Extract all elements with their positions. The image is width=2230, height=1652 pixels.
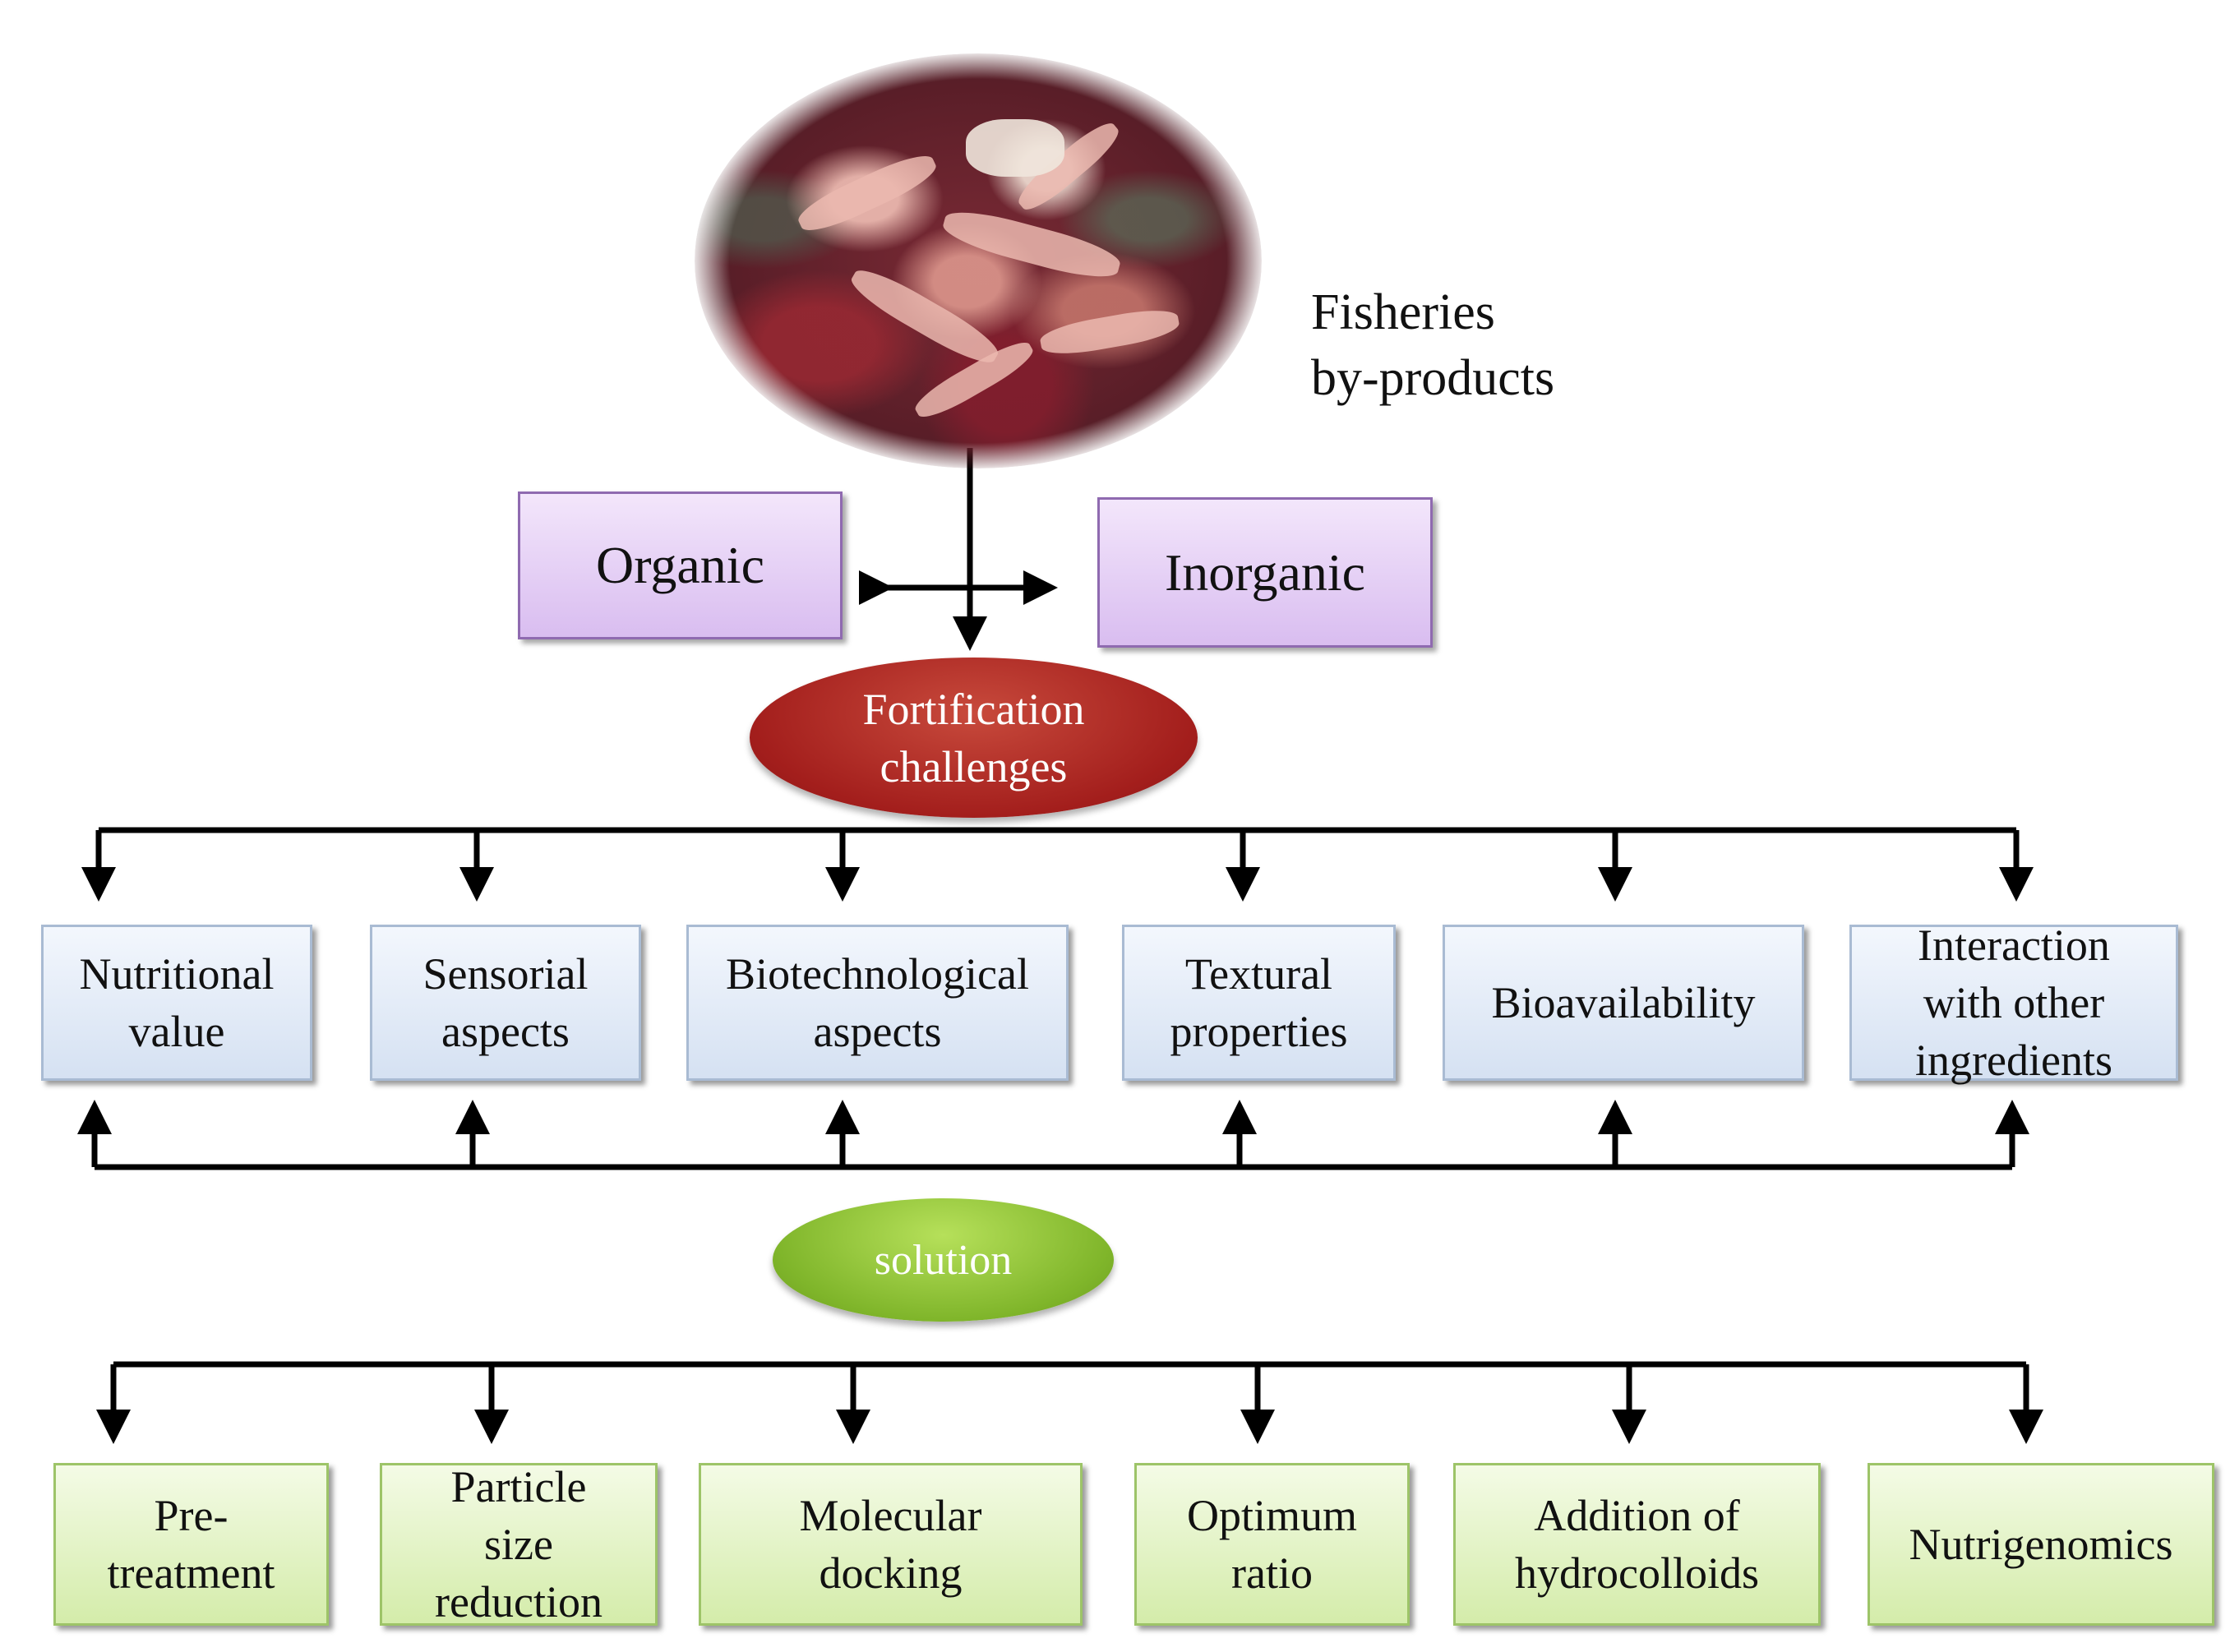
solution-node: solution xyxy=(773,1198,1114,1322)
solution-optimum-ratio: Optimum ratio xyxy=(1134,1463,1410,1626)
challenge-textural-properties: Textural properties xyxy=(1122,925,1396,1081)
fisheries-photo xyxy=(695,53,1262,468)
challenge-nutritional-value: Nutritional value xyxy=(41,925,312,1081)
organic-box: Organic xyxy=(518,491,843,639)
fisheries-caption: Fisheries by-products xyxy=(1311,284,1555,406)
solution-nutrigenomics: Nutrigenomics xyxy=(1868,1463,2214,1626)
inorganic-box: Inorganic xyxy=(1097,497,1433,648)
solution-addition-of-hydrocolloids: Addition of hydrocolloids xyxy=(1453,1463,1821,1626)
solution-particle-size-reduction: Particle size reduction xyxy=(380,1462,658,1627)
fortification-challenges-node: Fortification challenges xyxy=(750,658,1198,818)
challenge-bioavailability: Bioavailability xyxy=(1443,925,1804,1081)
solution-pre-treatment: Pre- treatment xyxy=(53,1463,329,1626)
challenge-biotechnological-aspects: Biotechnological aspects xyxy=(686,925,1069,1081)
solution-molecular-docking: Molecular docking xyxy=(699,1463,1083,1626)
challenge-interaction-with-ingredients: Interaction with other ingredients xyxy=(1849,921,2178,1085)
challenge-sensorial-aspects: Sensorial aspects xyxy=(370,925,641,1081)
